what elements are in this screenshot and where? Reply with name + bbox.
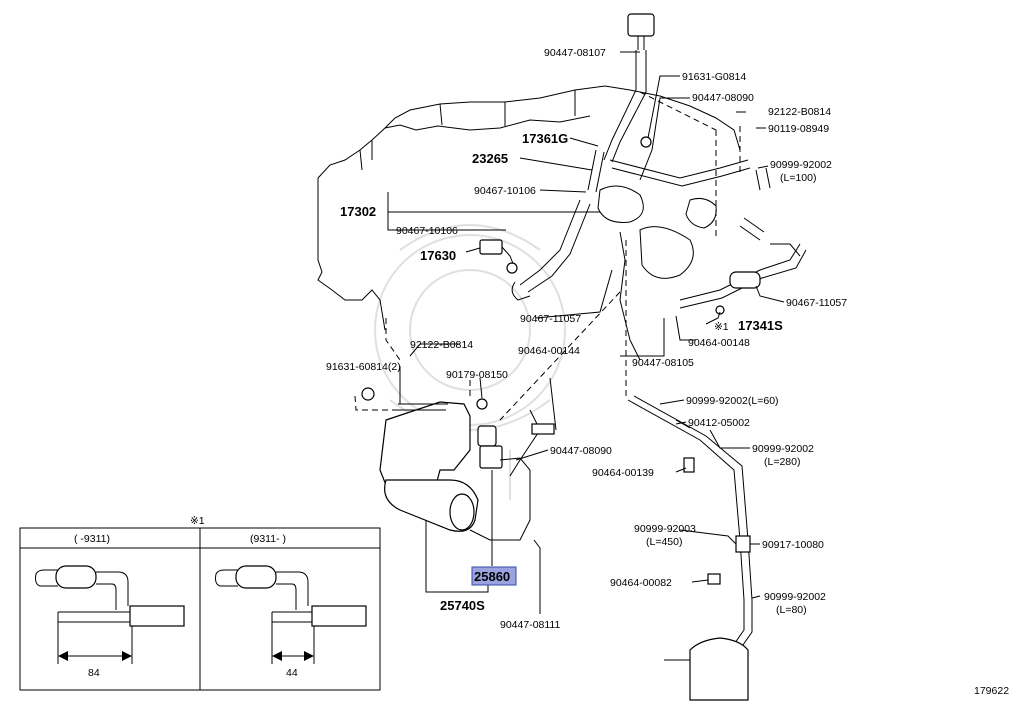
highlight-25860 bbox=[471, 566, 517, 586]
inset-right-drawing: 44 bbox=[215, 565, 367, 679]
inset-left-dimension: 84 bbox=[88, 667, 100, 679]
canister-hose bbox=[627, 395, 753, 701]
label-90447-08105[interactable]: 90447-08105 bbox=[632, 357, 694, 369]
label-90119-08949[interactable]: 90119-08949 bbox=[768, 123, 829, 135]
figure-number: 179622 bbox=[974, 685, 1009, 697]
label-90467-10106-b[interactable]: 90467-10106 bbox=[396, 225, 458, 237]
reference-lines bbox=[354, 91, 741, 421]
label-90467-10106-a[interactable]: 90467-10106 bbox=[474, 185, 536, 197]
label-17361g[interactable]: 17361G bbox=[522, 131, 568, 146]
label-17630[interactable]: 17630 bbox=[420, 248, 456, 263]
hose-17341s bbox=[679, 243, 807, 315]
label-l450: (L=450) bbox=[646, 536, 682, 548]
label-91631-g0814[interactable]: 91631-G0814 bbox=[682, 71, 746, 83]
inset-marker: ※1 bbox=[190, 515, 205, 527]
canister-assembly bbox=[361, 387, 555, 541]
label-90447-08107[interactable]: 90447-08107 bbox=[544, 47, 606, 59]
label-90464-00148[interactable]: 90464-00148 bbox=[688, 337, 750, 349]
label-90412-05002[interactable]: 90412-05002 bbox=[688, 417, 750, 429]
label-92122-b0814-top[interactable]: 92122-B0814 bbox=[768, 106, 831, 118]
label-23265[interactable]: 23265 bbox=[472, 151, 508, 166]
inset-right-dimension: 44 bbox=[286, 667, 298, 679]
label-91631-60814-2[interactable]: 91631-60814(2) bbox=[326, 361, 401, 373]
label-90464-00139[interactable]: 90464-00139 bbox=[592, 467, 654, 479]
vsv-17630 bbox=[479, 239, 518, 274]
part-labels: 90447-08107 91631-G0814 90447-08090 9212… bbox=[326, 47, 847, 631]
label-90999-92002-l100[interactable]: 90999-92002 bbox=[770, 159, 832, 171]
label-25740s[interactable]: 25740S bbox=[440, 598, 485, 613]
vacuum-pipe-17302 bbox=[511, 199, 591, 301]
label-92122-b0814[interactable]: 92122-B0814 bbox=[410, 339, 473, 351]
label-90999-92002-l280[interactable]: 90999-92002 bbox=[752, 443, 814, 455]
label-90467-11057-right[interactable]: 90467-11057 bbox=[786, 297, 847, 309]
upper-hoses bbox=[587, 13, 771, 241]
label-90999-92003[interactable]: 90999-92003 bbox=[634, 523, 696, 535]
engine-outline bbox=[317, 85, 741, 361]
label-17302[interactable]: 17302 bbox=[340, 204, 376, 219]
label-90999-92002-l80[interactable]: 90999-92002 bbox=[764, 591, 826, 603]
label-90447-08090[interactable]: 90447-08090 bbox=[550, 445, 612, 457]
label-90917-10080[interactable]: 90917-10080 bbox=[762, 539, 824, 551]
inset-right-header: (9311- ) bbox=[250, 533, 286, 545]
leader-lines bbox=[387, 51, 785, 614]
label-90467-11057-left[interactable]: 90467-11057 bbox=[520, 313, 581, 325]
label-l280: (L=280) bbox=[764, 456, 800, 468]
label-90999-92002-l60[interactable]: 90999-92002(L=60) bbox=[686, 395, 779, 407]
label-17341s-mark: ※1 bbox=[714, 321, 729, 333]
variant-inset: ※1 ( -9311) (9311- ) 84 bbox=[19, 515, 381, 691]
inset-left-header: ( -9311) bbox=[74, 533, 110, 545]
label-90464-00144[interactable]: 90464-00144 bbox=[518, 345, 580, 357]
label-90179-08150[interactable]: 90179-08150 bbox=[446, 369, 508, 381]
label-90447-08090-top[interactable]: 90447-08090 bbox=[692, 92, 754, 104]
label-90447-08111[interactable]: 90447-08111 bbox=[500, 619, 560, 631]
label-l80: (L=80) bbox=[776, 604, 807, 616]
label-25860[interactable]: 25860 bbox=[474, 569, 510, 584]
label-17341s[interactable]: 17341S bbox=[738, 318, 783, 333]
label-90464-00082[interactable]: 90464-00082 bbox=[610, 577, 672, 589]
label-l100: (L=100) bbox=[780, 172, 816, 184]
inset-left-drawing: 84 bbox=[35, 565, 185, 679]
